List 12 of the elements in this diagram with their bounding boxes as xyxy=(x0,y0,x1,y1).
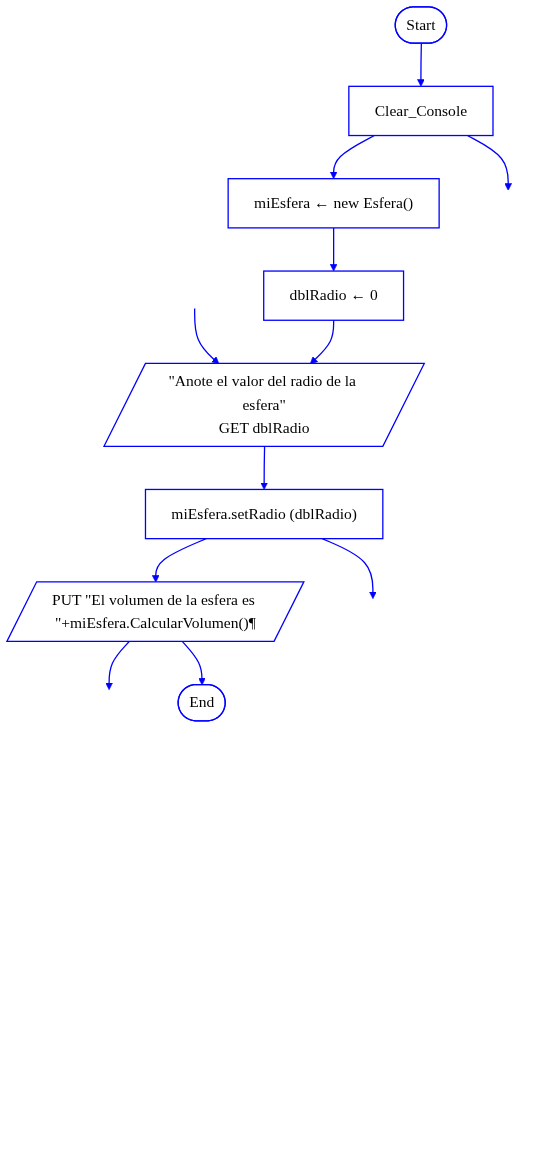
node-box: Clear_Console xyxy=(348,85,494,137)
arrow xyxy=(466,134,512,191)
arrow xyxy=(329,227,338,272)
arrow xyxy=(182,641,206,686)
arrow xyxy=(260,446,268,490)
arrow xyxy=(329,134,376,180)
arrow xyxy=(321,538,377,599)
arrow xyxy=(417,42,425,87)
node-box: miEsfera ← new Esfera() xyxy=(227,178,440,229)
arrow xyxy=(105,641,130,691)
node-box: dblRadio ← 0 xyxy=(263,270,405,321)
node-box: miEsfera.setRadio (dblRadio) xyxy=(144,488,384,540)
